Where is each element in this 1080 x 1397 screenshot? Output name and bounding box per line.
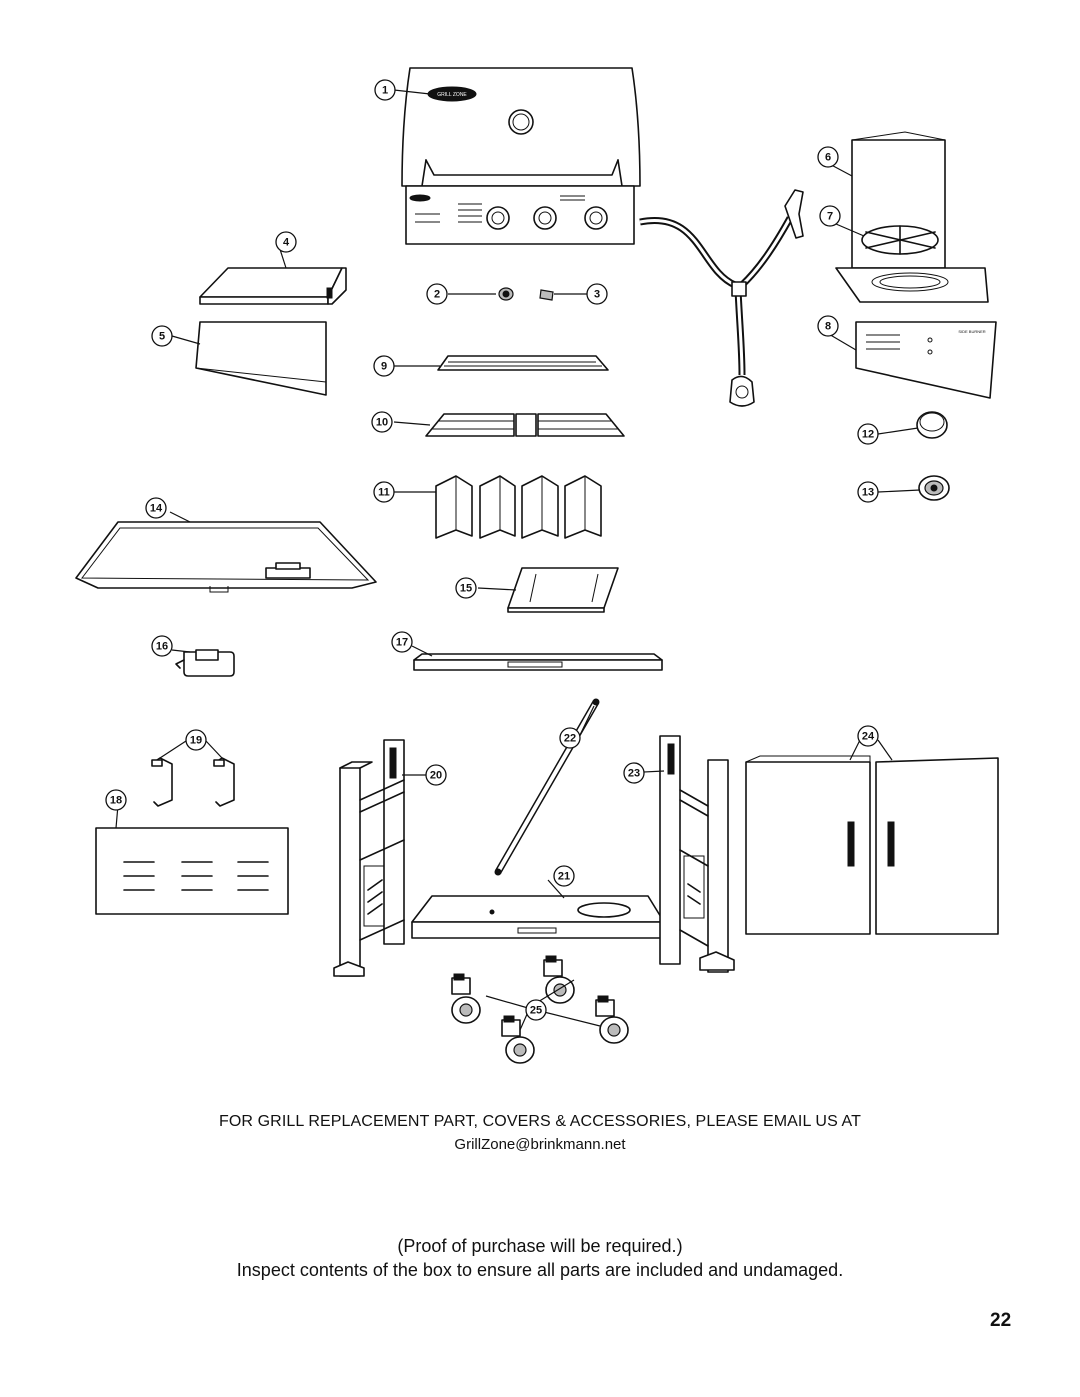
bottom-panel-part xyxy=(75,521,377,593)
callout-label: 4 xyxy=(283,237,290,249)
replacement-parts-notice: FOR GRILL REPLACEMENT PART, COVERS & ACC… xyxy=(219,1113,861,1130)
contact-email: GrillZone@brinkmann.net xyxy=(454,1136,626,1153)
heat-tents-part xyxy=(435,475,602,539)
callout-label: 7 xyxy=(827,211,833,223)
side-burner-body-part: SIDE BURNER xyxy=(835,267,997,399)
callout-24: 24 xyxy=(857,725,879,747)
callout-label: 8 xyxy=(825,321,831,333)
shelf-cover-part xyxy=(195,321,327,396)
callout-label: 11 xyxy=(378,487,390,499)
callout-label: 12 xyxy=(862,429,874,441)
callout-1: 1 xyxy=(374,79,396,101)
callout-5: 5 xyxy=(151,325,173,347)
callout-11: 11 xyxy=(373,481,395,503)
callout-label: 9 xyxy=(381,361,387,373)
cabinet-doors-part xyxy=(745,755,999,935)
grill-logo-text: GRILL ZONE xyxy=(437,92,467,98)
callout-label: 2 xyxy=(434,289,440,301)
callout-label: 21 xyxy=(558,871,570,883)
side-shelf-part xyxy=(199,267,347,305)
callout-21: 21 xyxy=(553,865,575,887)
callout-16: 16 xyxy=(151,635,173,657)
callout-label: 19 xyxy=(190,735,202,747)
left-leg-frame-part xyxy=(333,739,405,977)
callout-label: 1 xyxy=(382,85,388,97)
callout-20: 20 xyxy=(425,764,447,786)
callout-15: 15 xyxy=(455,577,477,599)
right-leg-frame-part xyxy=(659,735,735,973)
callout-label: 13 xyxy=(862,487,874,499)
callout-17: 17 xyxy=(391,631,413,653)
casters-part xyxy=(451,955,629,1064)
callout-8: 8 xyxy=(817,315,839,337)
knob-bezel-part xyxy=(918,475,950,501)
callout-7: 7 xyxy=(819,205,841,227)
inspect-contents-note: Inspect contents of the box to ensure al… xyxy=(236,1260,844,1280)
grease-cup-part xyxy=(175,649,235,677)
callout-label: 23 xyxy=(628,768,640,780)
callout-label: 10 xyxy=(376,417,388,429)
page-number: 22 xyxy=(990,1310,1012,1331)
callout-19: 19 xyxy=(185,729,207,751)
callout-3: 3 xyxy=(586,283,608,305)
drip-tray-part xyxy=(507,567,619,613)
callout-label: 22 xyxy=(564,733,576,745)
burner-knob-part xyxy=(916,411,948,439)
callout-label: 18 xyxy=(110,795,122,807)
callout-label: 20 xyxy=(430,770,442,782)
control-knob-part xyxy=(498,287,514,301)
callout-label: 17 xyxy=(396,637,408,649)
callout-label: 24 xyxy=(862,731,875,743)
callout-14: 14 xyxy=(145,497,167,519)
bottom-shelf-part xyxy=(411,895,665,939)
cooking-grates-part xyxy=(425,413,625,437)
parts-diagram: GRILL ZONE xyxy=(75,67,999,1064)
callout-23: 23 xyxy=(623,762,645,784)
callout-6: 6 xyxy=(817,146,839,168)
grill-head-part: GRILL ZONE xyxy=(401,67,641,245)
gas-hose-part xyxy=(639,189,804,407)
front-panel-bar-part xyxy=(413,653,663,671)
callout-4: 4 xyxy=(275,231,297,253)
callout-label: 14 xyxy=(150,503,163,515)
callout-12: 12 xyxy=(857,423,879,445)
brackets-part xyxy=(151,757,235,807)
callout-18: 18 xyxy=(105,789,127,811)
proof-of-purchase-note: (Proof of purchase will be required.) xyxy=(397,1236,683,1256)
callout-label: 25 xyxy=(530,1005,542,1017)
callout-10: 10 xyxy=(371,411,393,433)
callout-2: 2 xyxy=(426,283,448,305)
callout-9: 9 xyxy=(373,355,395,377)
callout-13: 13 xyxy=(857,481,879,503)
warming-rack-part xyxy=(437,355,609,371)
callout-label: 6 xyxy=(825,152,831,164)
callout-label: 5 xyxy=(159,331,165,343)
callout-label: 16 xyxy=(156,641,168,653)
callout-label: 15 xyxy=(460,583,472,595)
callout-22: 22 xyxy=(559,727,581,749)
valve-part xyxy=(539,289,554,301)
callout-25: 25 xyxy=(525,999,547,1021)
burner-grate-part xyxy=(861,225,939,255)
side-burner-label: SIDE BURNER xyxy=(958,329,985,334)
rear-panel-part xyxy=(95,827,289,915)
callout-label: 3 xyxy=(594,289,600,301)
cross-brace-part xyxy=(494,698,600,876)
